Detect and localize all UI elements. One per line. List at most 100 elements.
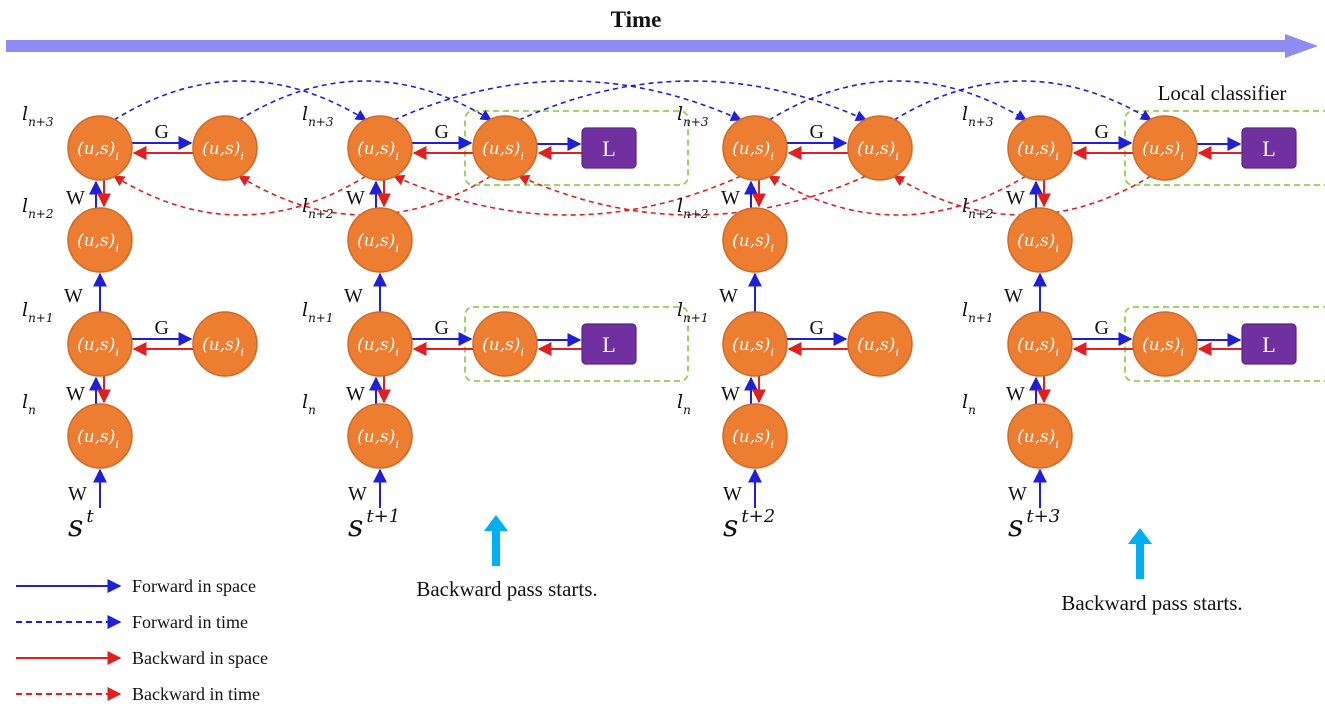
step-1-layer-label-2: ln+2 (22, 195, 54, 221)
step-4-node-2-label: (u,s)i (1017, 231, 1059, 255)
step-2-classifier-row3: L (581, 323, 637, 365)
step-3-node-1-circle (722, 115, 788, 181)
step-4-classifier-row1: L (1241, 127, 1297, 169)
step-2-classifier-box-row3 (464, 306, 689, 382)
time-backward-main-3 (768, 175, 1027, 216)
step-3-node-3-circle (722, 311, 788, 377)
step-1-node-2-label: (u,s)i (77, 231, 119, 255)
step-4-layer-label-4: ln (962, 391, 976, 417)
step-2-graph-node-row3: (u,s)i (472, 311, 538, 377)
backward-pass-marker-1: Backward pass starts. (416, 515, 598, 601)
step-3-node-4-label: (u,s)i (732, 427, 774, 451)
step-1-node-1: (u,s)i (67, 115, 133, 181)
step-1-node-1-circle (67, 115, 133, 181)
step-3-graph-node-row1-label: (u,s)i (857, 139, 899, 163)
step-1-graph-node-row1-circle (192, 115, 258, 181)
step-1-graph-node-row3: (u,s)i (192, 311, 258, 377)
step-2-graph-node-row3-circle (472, 311, 538, 377)
step-3-graph-node-row3-circle (847, 311, 913, 377)
legend-item-3: Backward in space (16, 648, 268, 668)
step-3-layer-label-2: ln+2 (677, 195, 709, 221)
time-axis: Time (6, 7, 1318, 58)
step-1-node-3-circle (67, 311, 133, 377)
step-2-node-2: (u,s)i (347, 207, 413, 273)
legend-label-4: Backward in time (132, 684, 260, 704)
step-3-node-1: (u,s)i (722, 115, 788, 181)
step-3-graph-node-row1-circle (847, 115, 913, 181)
step-4-classifier-rect-row1 (1241, 127, 1297, 169)
step-1-g-label-row3: G (155, 317, 169, 339)
step-2-classifier-label-row1: L (602, 136, 615, 161)
step-1-layer-label-4: ln (22, 391, 36, 417)
time-backward-main-1 (113, 175, 367, 216)
step-3-layer-label-1: ln+3 (677, 103, 709, 129)
step-2-graph-node-row3-label: (u,s)i (482, 335, 524, 359)
step-3-node-1-label: (u,s)i (732, 139, 774, 163)
time-backward-graph-2 (517, 175, 867, 216)
step-2-layer-label-2: ln+2 (302, 195, 334, 221)
step-2-classifier-rect-row3 (581, 323, 637, 365)
step-1-node-4-label: (u,s)i (77, 427, 119, 451)
step-4-node-2: (u,s)i (1007, 207, 1073, 273)
step-4-classifier-label-row1: L (1262, 136, 1275, 161)
time-forward-graph-1 (238, 80, 492, 121)
local-classifier-boxes (464, 110, 1325, 382)
step-4-w-label-3: W (1006, 383, 1025, 405)
step-3-node-2-label: (u,s)i (732, 231, 774, 255)
step-2-w-label-input: W (348, 483, 367, 505)
step-3-g-label-row3: G (810, 317, 824, 339)
step-1-node-4-circle (67, 403, 133, 469)
step-2-node-2-circle (347, 207, 413, 273)
step-1-w-label-1: W (66, 187, 85, 209)
step-3-w-label-3: W (721, 383, 740, 405)
backward-pass-arrow-2 (1128, 528, 1152, 579)
backward-pass-caption-1: Backward pass starts. (416, 577, 597, 601)
legend-item-4: Backward in time (16, 684, 260, 704)
nodes: (u,s)i (u,s)i (u,s)i (u,s)i (u,s)i (u,s)i (u,s… (67, 115, 1297, 469)
legend-label-2: Forward in time (132, 612, 248, 632)
step-1-graph-node-row1: (u,s)i (192, 115, 258, 181)
legend-item-1: Forward in space (16, 576, 256, 596)
step-2-w-label-3: W (346, 383, 365, 405)
step-1-node-2: (u,s)i (67, 207, 133, 273)
step-4-graph-node-row1-circle (1132, 115, 1198, 181)
step-4-layer-label-2: ln+2 (962, 195, 994, 221)
step-1-w-label-3: W (66, 383, 85, 405)
step-3-node-2-circle (722, 207, 788, 273)
step-1-node-3-label: (u,s)i (77, 335, 119, 359)
step-1-layer-label-1: ln+3 (22, 103, 54, 129)
legend-label-3: Backward in space (132, 648, 268, 668)
step-2-node-3-circle (347, 311, 413, 377)
step-4-node-1-circle (1007, 115, 1073, 181)
step-2-g-label-row3: G (435, 317, 449, 339)
step-2-graph-node-row1-label: (u,s)i (482, 139, 524, 163)
step-3-node-2: (u,s)i (722, 207, 788, 273)
step-2-classifier-rect-row1 (581, 127, 637, 169)
step-4-classifier-box-row3 (1124, 306, 1325, 382)
step-1-node-4: (u,s)i (67, 403, 133, 469)
time-backward-graph-1 (238, 175, 492, 216)
step-2-layer-label-4: ln (302, 391, 316, 417)
step-3-graph-node-row1: (u,s)i (847, 115, 913, 181)
time-forward-graph-2 (518, 80, 868, 121)
backward-pass-caption-2: Backward pass starts. (1061, 591, 1242, 615)
step-3-node-4-circle (722, 403, 788, 469)
step-2-g-label-row1: G (435, 121, 449, 143)
time-arrow-shaft (6, 40, 1291, 52)
time-forward-main-1 (113, 80, 367, 121)
step-2-node-1-label: (u,s)i (357, 139, 399, 163)
step-4-g-label-row3: G (1095, 317, 1109, 339)
step-4-classifier-box-row1 (1124, 110, 1325, 186)
step-4-node-1: (u,s)i (1007, 115, 1073, 181)
space-edges (89, 136, 1242, 508)
step-4-w-label-1: W (1006, 187, 1025, 209)
step-4-graph-node-row3-circle (1132, 311, 1198, 377)
step-3-g-label-row1: G (810, 121, 824, 143)
time-forward-main-3 (768, 80, 1027, 121)
step-4-w-label-input: W (1008, 483, 1027, 505)
